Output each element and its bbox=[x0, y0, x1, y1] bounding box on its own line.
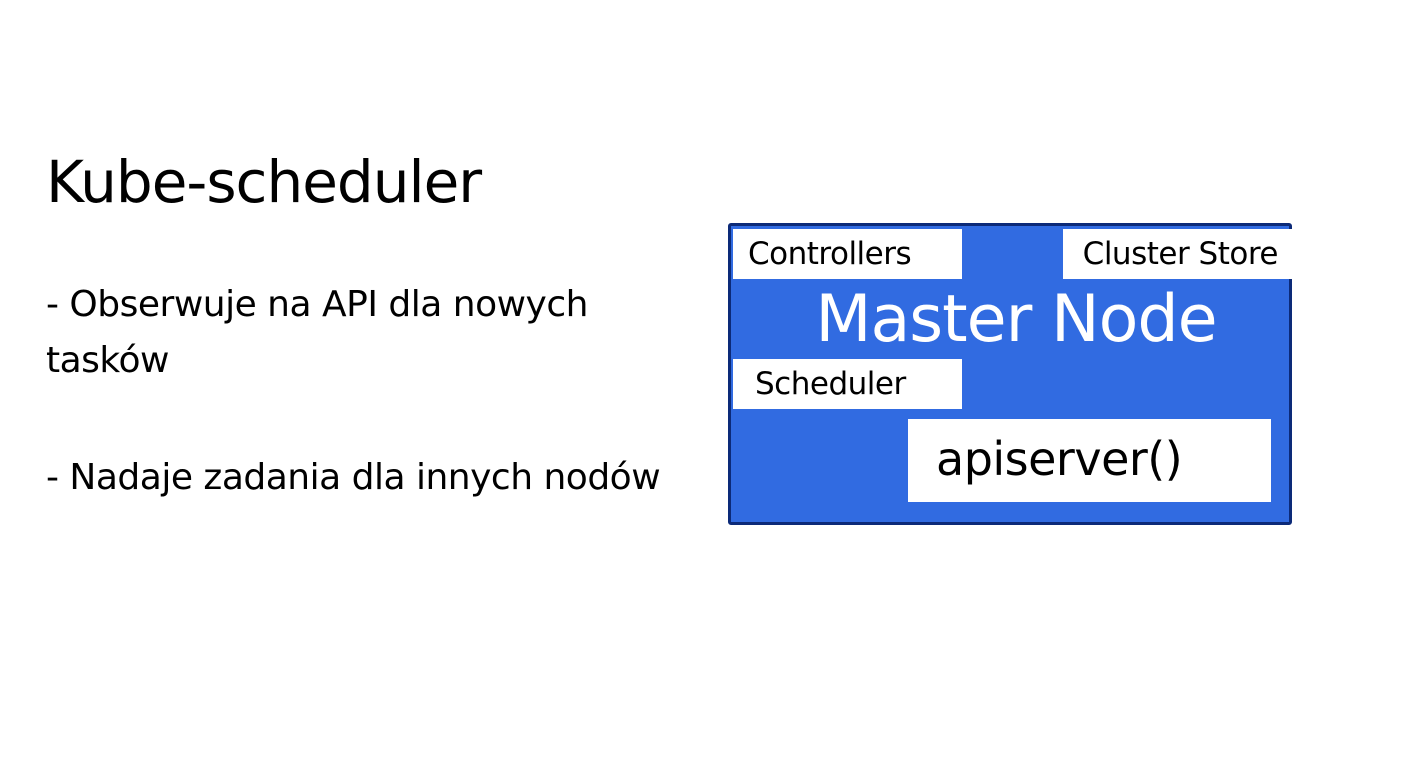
slide-title: Kube-scheduler bbox=[46, 148, 482, 216]
master-node-box: Master Node Controllers Cluster Store Sc… bbox=[728, 223, 1292, 525]
apiserver-box: apiserver() bbox=[908, 419, 1271, 502]
bullet-item-assign-tasks: - Nadaje zadania dla innych nodów bbox=[46, 457, 661, 498]
scheduler-box: Scheduler bbox=[733, 359, 962, 409]
cluster-store-box: Cluster Store bbox=[1063, 229, 1292, 279]
master-node-label: Master Node bbox=[815, 282, 1217, 357]
controllers-box: Controllers bbox=[733, 229, 962, 279]
bullet-item-observe-api: - Obserwuje na API dla nowych tasków bbox=[46, 284, 588, 381]
